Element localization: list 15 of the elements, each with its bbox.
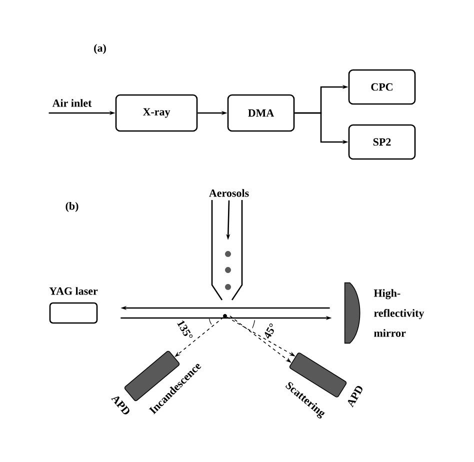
process-box: X-ray [115,94,198,132]
panel-label: (b) [66,202,78,212]
node-label: YAG laser [49,287,98,295]
text-label: Air inlet [52,99,92,107]
process-box: DMA [227,94,295,132]
node-label: High-reflectivity mirror [374,289,424,337]
panel-label: (a) [94,44,106,54]
process-box: SP2 [348,124,416,160]
angle-label: 135° [177,320,193,338]
mirror: High-reflectivity mirror [344,282,424,344]
detector-label: APD [111,396,130,414]
laser-box: YAG laser [49,287,98,324]
text-label: Aerosols [209,189,249,197]
angle-label: 45° [264,324,274,339]
process-box: CPC [348,69,416,105]
